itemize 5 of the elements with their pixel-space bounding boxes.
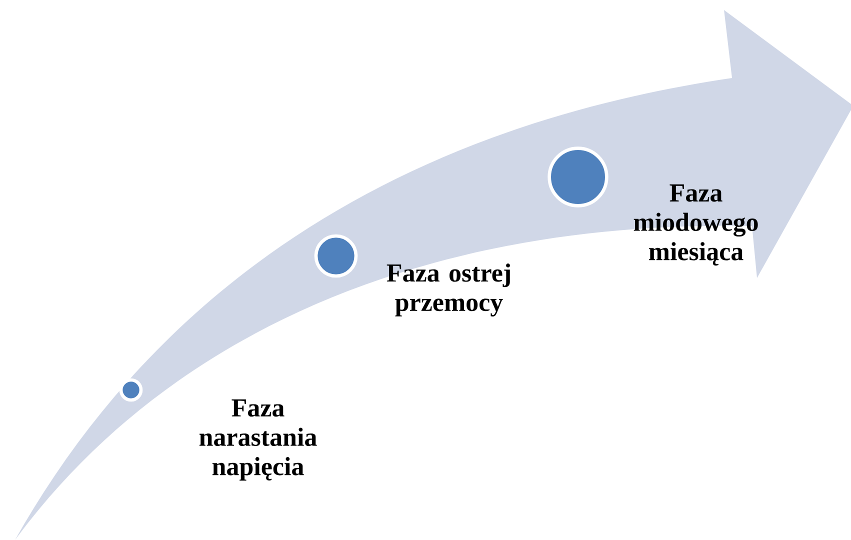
phase-dot <box>548 146 608 208</box>
phase-dot <box>119 378 143 402</box>
phase-label: Faza narastania napięcia <box>199 399 317 481</box>
phase-label: Faza ostrej przemocy <box>386 264 510 316</box>
phase-label: Faza miodowego miesiąca <box>634 184 758 266</box>
